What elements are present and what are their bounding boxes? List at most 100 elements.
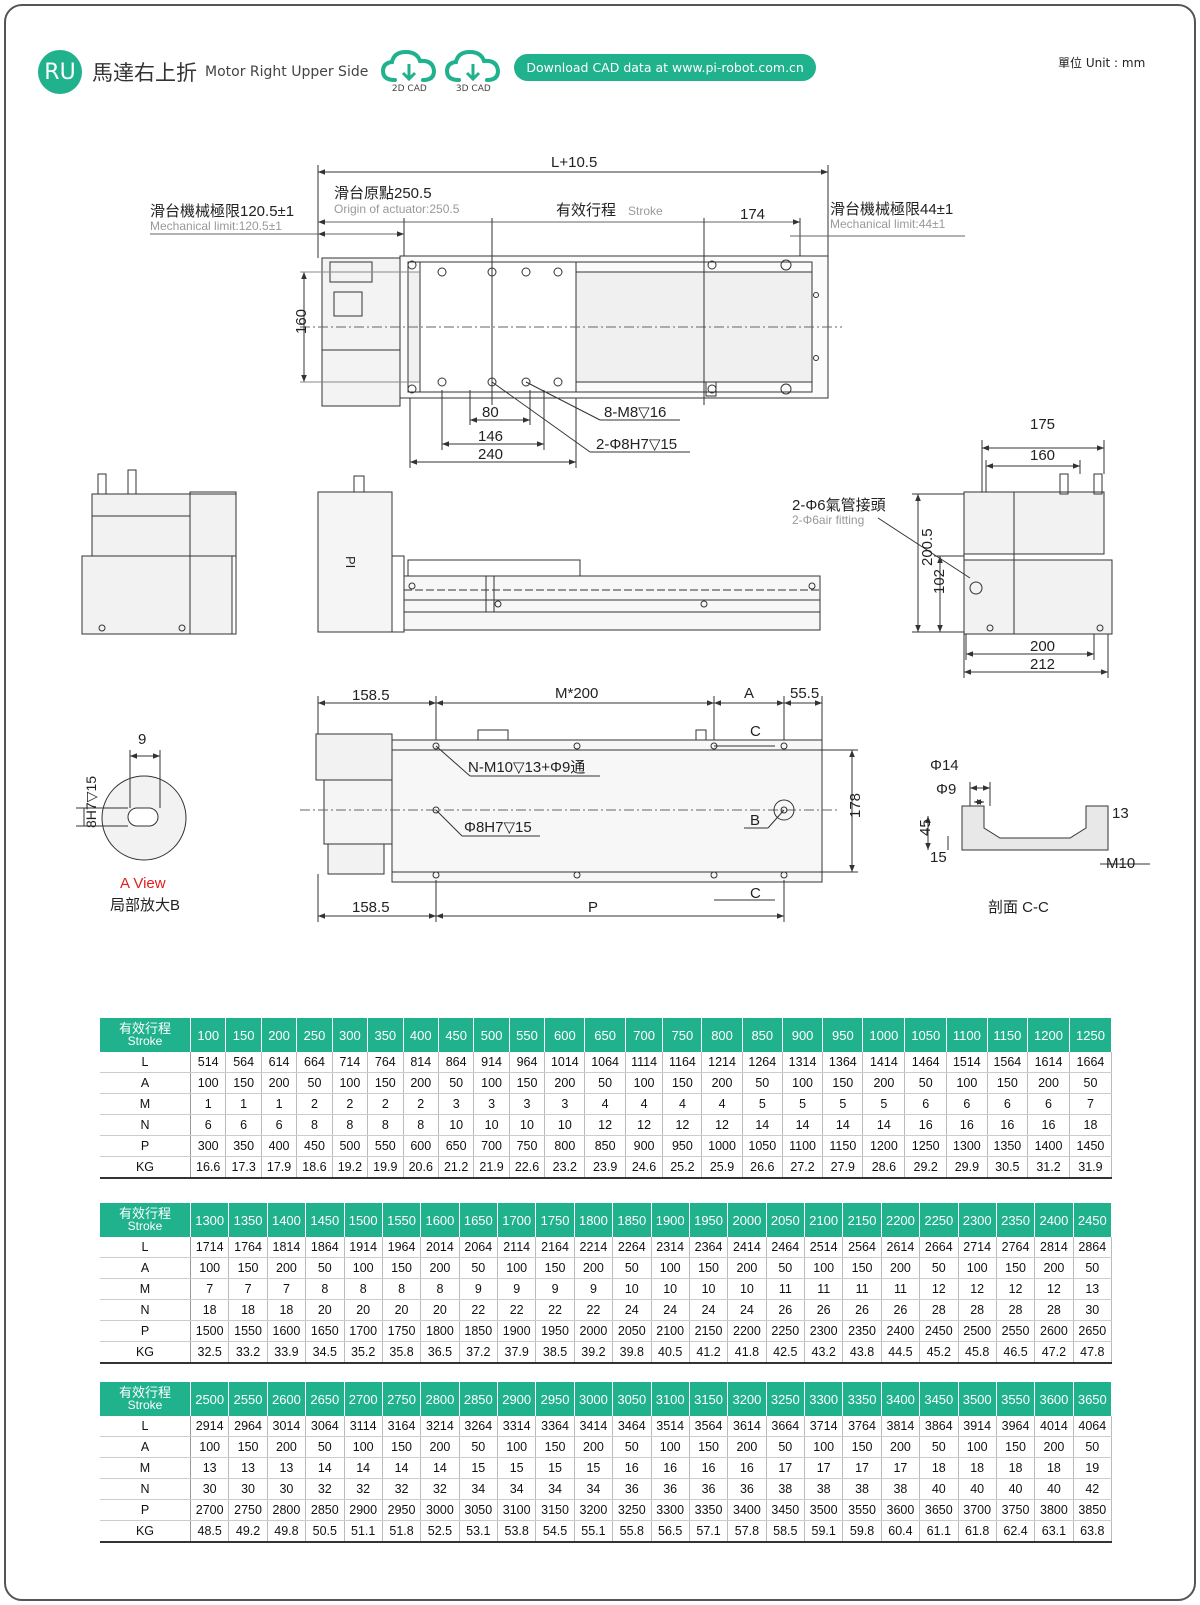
table-cell: 2314: [651, 1237, 690, 1258]
page-frame: [4, 4, 1196, 1601]
table-cell: 8: [332, 1114, 369, 1136]
stroke-value-header: 1850: [612, 1203, 652, 1237]
table-cell: 3750: [996, 1499, 1036, 1521]
stroke-value-header: 1450: [305, 1203, 345, 1237]
table-cell: 6: [225, 1114, 262, 1136]
table-cell: 4: [584, 1093, 626, 1115]
table-cell: 50.5: [305, 1520, 345, 1543]
table-cell: 100: [190, 1257, 230, 1279]
table-cell: 43.2: [804, 1341, 844, 1364]
table-cell: 10: [509, 1114, 546, 1136]
download-cad-link[interactable]: Download CAD data at www.pi-robot.com.cn: [514, 53, 816, 81]
table-cell: 52.5: [420, 1520, 460, 1543]
table-cell: 10: [544, 1114, 586, 1136]
row-label: A: [100, 1436, 191, 1458]
dim-200-5: 200.5: [919, 528, 936, 566]
stroke-header-cn: 有效行程: [118, 1206, 171, 1221]
side-view: [317, 475, 821, 633]
stroke-value-header: 800: [701, 1018, 743, 1052]
table-cell: 2: [332, 1093, 369, 1115]
table-cell: 200: [544, 1072, 586, 1094]
stroke-value-header: 2600: [267, 1382, 307, 1416]
stroke-value-header: 150: [225, 1018, 262, 1052]
row-label: A: [100, 1072, 191, 1094]
stroke-value-header: 1650: [459, 1203, 499, 1237]
table-cell: 1114: [625, 1052, 664, 1073]
stroke-value-header: 3200: [727, 1382, 767, 1416]
table-cell: 19.2: [332, 1156, 369, 1179]
table-cell: 100: [625, 1072, 664, 1094]
table-cell: 200: [574, 1436, 614, 1458]
stroke-value-header: 2350: [996, 1203, 1036, 1237]
table-cell: 3914: [958, 1416, 997, 1437]
phi8-bottom-note: Φ8H7▽15: [464, 819, 532, 836]
table-cell: 63.8: [1073, 1520, 1113, 1543]
phi8-top-note: 2-Φ8H7▽15: [596, 436, 677, 453]
table-cell: 3164: [382, 1416, 422, 1437]
table-cell: 47.8: [1073, 1341, 1113, 1364]
table-cell: 200: [420, 1436, 460, 1458]
table-cell: 15: [459, 1457, 499, 1479]
table-cell: 44.5: [881, 1341, 921, 1364]
table-cell: 7: [228, 1278, 268, 1300]
h7-note: 8H7▽15: [83, 776, 99, 828]
table-cell: 34: [459, 1478, 499, 1500]
table-cell: 3700: [958, 1499, 997, 1521]
table-cell: 50: [612, 1257, 652, 1279]
table-cell: 4: [662, 1093, 703, 1115]
table-cell: 2850: [305, 1499, 345, 1521]
table-cell: 4064: [1073, 1416, 1113, 1437]
stroke-value-header: 1000: [862, 1018, 906, 1052]
dim-phi9: Φ9: [936, 781, 956, 798]
table-cell: 3864: [919, 1416, 959, 1437]
stroke-value-header: 3150: [689, 1382, 729, 1416]
stroke-header-en: Stroke: [127, 1398, 163, 1412]
table-cell: 1514: [946, 1052, 988, 1073]
table-cell: 12: [1034, 1278, 1074, 1300]
table-cell: 27.9: [822, 1156, 864, 1179]
table-cell: 2000: [574, 1320, 614, 1342]
table-cell: 50: [919, 1257, 959, 1279]
cad-2d-download[interactable]: 2D CAD: [380, 50, 438, 94]
table-cell: 41.2: [689, 1341, 729, 1364]
table-cell: 3600: [881, 1499, 921, 1521]
table-cell: 3964: [996, 1416, 1036, 1437]
pi-logo-mark: PI: [343, 556, 358, 568]
table-cell: 17: [842, 1457, 882, 1479]
stroke-value-header: 2800: [420, 1382, 460, 1416]
table-cell: 200: [881, 1257, 921, 1279]
table-cell: 2: [367, 1093, 404, 1115]
table-cell: 150: [535, 1257, 575, 1279]
table-cell: 55.1: [574, 1520, 614, 1543]
table-cell: 11: [766, 1278, 806, 1300]
table-cell: 2300: [804, 1320, 844, 1342]
table-cell: 18: [996, 1457, 1036, 1479]
table-cell: 35.2: [344, 1341, 383, 1364]
cad-3d-download[interactable]: 3D CAD: [444, 50, 502, 94]
stroke-value-header: 2250: [919, 1203, 959, 1237]
stroke-value-header: 3500: [958, 1382, 997, 1416]
cloud-download-icon: [445, 50, 501, 82]
table-cell: 2700: [190, 1499, 230, 1521]
table-cell: 48.5: [190, 1520, 230, 1543]
stroke-value-header: 3100: [651, 1382, 690, 1416]
table-cell: 14: [742, 1114, 783, 1136]
stroke-value-header: 1150: [987, 1018, 1029, 1052]
table-cell: 150: [535, 1436, 575, 1458]
table-cell: 57.1: [689, 1520, 729, 1543]
table-cell: 300: [190, 1135, 227, 1157]
table-cell: 50: [1069, 1072, 1113, 1094]
stroke-value-header: 2200: [881, 1203, 921, 1237]
table-cell: 550: [367, 1135, 404, 1157]
table-cell: 34.5: [305, 1341, 345, 1364]
table-cell: 2200: [727, 1320, 767, 1342]
mech-left-cn: 滑台機械極限120.5±1: [150, 203, 294, 220]
table-cell: 200: [1034, 1257, 1074, 1279]
table-cell: 1464: [904, 1052, 948, 1073]
table-cell: 2364: [689, 1237, 729, 1258]
table-cell: 12: [662, 1114, 703, 1136]
table-cell: 200: [403, 1072, 439, 1094]
